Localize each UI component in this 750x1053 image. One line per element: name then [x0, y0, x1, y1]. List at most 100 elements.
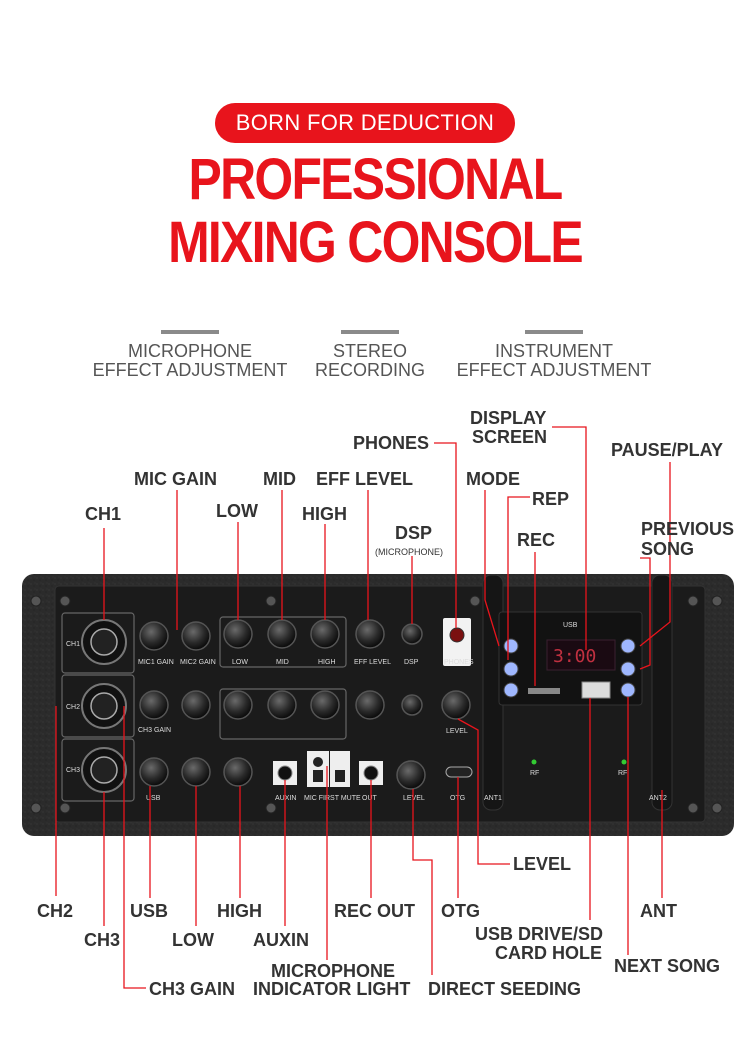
display-screen: [546, 639, 616, 671]
previous-song-button[interactable]: [620, 661, 636, 677]
usb-knob[interactable]: [139, 757, 169, 787]
panel-ch1: CH1: [66, 641, 80, 648]
direct-seeding-knob[interactable]: [396, 760, 426, 790]
rf-led-2: [621, 759, 627, 765]
label-direct-seeding: DIRECT SEEDING: [428, 979, 582, 999]
label-mode: MODE: [466, 469, 520, 489]
label-rec-out: REC OUT: [334, 901, 415, 921]
sd-card-slot[interactable]: [528, 688, 560, 694]
feature-line1: MICROPHONE: [127, 341, 252, 361]
usb-drive-port[interactable]: [581, 681, 611, 699]
eff-level-knob-2[interactable]: [355, 690, 385, 720]
label-display-1: DISPLAY: [470, 408, 547, 428]
feature-instrument-effect: INSTRUMENT EFFECT ADJUSTMENT: [452, 330, 656, 380]
label-mid: MID: [263, 469, 296, 489]
panel-mic-first: MIC FIRST MUTE: [304, 795, 361, 802]
next-song-button[interactable]: [620, 682, 636, 698]
dsp-knob-1[interactable]: [401, 623, 423, 645]
label-previous-1: PREVIOUS: [641, 519, 735, 539]
low-knob-1[interactable]: [223, 619, 253, 649]
label-next-song: NEXT SONG: [614, 956, 721, 976]
screw: [30, 595, 42, 607]
ch3-gain-knob[interactable]: [139, 690, 169, 720]
label-low-top: LOW: [216, 501, 258, 521]
mic1-gain-knob[interactable]: [139, 621, 169, 651]
feature-stereo-recording: STEREO RECORDING: [300, 330, 440, 380]
mic-first-button[interactable]: [313, 770, 323, 782]
low-knob-2[interactable]: [223, 690, 253, 720]
label-otg: OTG: [441, 901, 480, 921]
panel-ant2: ANT2: [649, 795, 667, 802]
label-low-bottom: LOW: [172, 930, 214, 950]
otg-port[interactable]: [445, 766, 473, 778]
label-usb-drive-2: CARD HOLE: [495, 943, 602, 963]
panel-rf-1: RF: [530, 770, 539, 777]
combo-jack-ch2-inner: [90, 692, 118, 720]
ch1-box: [61, 612, 135, 674]
panel-auxin: AUXIN: [275, 795, 296, 802]
mode-button[interactable]: [503, 638, 519, 654]
ch3-box: [61, 738, 135, 802]
rep-button[interactable]: [503, 661, 519, 677]
pause-play-button[interactable]: [620, 638, 636, 654]
level-knob[interactable]: [441, 690, 471, 720]
rec-out-jack[interactable]: [363, 765, 379, 781]
mic2-gain-knob[interactable]: [181, 621, 211, 651]
rec-button[interactable]: [503, 682, 519, 698]
eq-box-2: [219, 688, 347, 740]
screw: [687, 802, 699, 814]
panel-ch2: CH2: [66, 704, 80, 711]
label-high-top: HIGH: [302, 504, 347, 524]
low-knob-3[interactable]: [181, 757, 211, 787]
title-line-2: MIXING CONSOLE: [168, 210, 584, 275]
mic-indicator-light: [313, 757, 323, 767]
phones-jack[interactable]: [449, 627, 465, 643]
feature-bar: [525, 330, 583, 334]
screw: [711, 595, 723, 607]
dsp-knob-2[interactable]: [401, 694, 423, 716]
panel-mic1-gain: MIC1 GAIN: [138, 659, 174, 666]
screw: [687, 595, 699, 607]
label-usb: USB: [130, 901, 169, 921]
feature-line2: RECORDING: [314, 360, 425, 380]
label-eff-level: EFF LEVEL: [316, 469, 414, 489]
feature-bar: [341, 330, 399, 334]
screw: [30, 802, 42, 814]
label-usb-drive-1: USB DRIVE/SD: [475, 924, 604, 944]
badge: BORN FOR DEDUCTION: [215, 103, 515, 143]
label-dsp-sub: (MICROPHONE): [375, 547, 443, 557]
auxin-jack[interactable]: [277, 765, 293, 781]
high-knob-2[interactable]: [310, 690, 340, 720]
mic-first-plate: [307, 751, 329, 787]
label-ch3: CH3: [84, 930, 121, 950]
label-rep: REP: [532, 489, 570, 509]
panel-ch3-gain: CH3 GAIN: [138, 727, 171, 734]
mid-knob-2[interactable]: [267, 690, 297, 720]
panel-usb: USB: [146, 795, 161, 802]
leader-phones: [434, 442, 457, 628]
panel-level: LEVEL: [446, 728, 468, 735]
mute-button[interactable]: [335, 770, 345, 782]
label-high-bottom: HIGH: [217, 901, 262, 921]
label-ch2: CH2: [37, 901, 74, 921]
leader-mode: [484, 490, 500, 647]
panel-level-3: LEVEL: [403, 795, 425, 802]
instrument-knob[interactable]: [181, 690, 211, 720]
panel-ant1: ANT1: [484, 795, 502, 802]
panel-low: LOW: [232, 659, 248, 666]
mid-knob-1[interactable]: [267, 619, 297, 649]
ch2-box: [61, 674, 135, 738]
high-knob-1[interactable]: [310, 619, 340, 649]
panel-usb-top: USB: [563, 622, 578, 629]
panel-high: HIGH: [318, 659, 336, 666]
leader-display: [552, 426, 587, 650]
leader-rep: [507, 496, 530, 660]
panel-eff-level: EFF LEVEL: [354, 659, 391, 666]
leader-direct-seeding: [412, 789, 433, 975]
leader-previous: [639, 557, 651, 670]
eff-level-knob-1[interactable]: [355, 619, 385, 649]
label-ch3-gain: CH3 GAIN: [149, 979, 236, 999]
screw: [265, 802, 277, 814]
high-knob-3[interactable]: [223, 757, 253, 787]
panel-mic2-gain: MIC2 GAIN: [180, 659, 216, 666]
